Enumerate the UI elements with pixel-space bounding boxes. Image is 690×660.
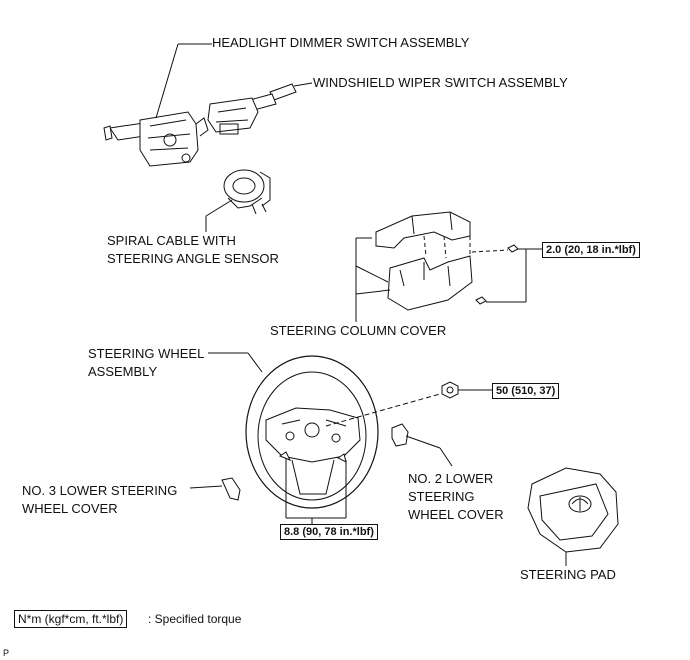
label-steering-wheel-assembly: STEERING WHEEL ASSEMBLY bbox=[88, 346, 205, 379]
spiral-cable-part bbox=[223, 169, 271, 215]
wheel-nut-part bbox=[441, 381, 459, 399]
steering-wheel-part bbox=[245, 355, 379, 509]
steering-pad-part bbox=[527, 467, 619, 553]
label-windshield-wiper-switch: WINDSHIELD WIPER SWITCH ASSEMBLY bbox=[313, 75, 568, 90]
torque-box-pad-screw: 8.8 (90, 78 in.*lbf) bbox=[280, 524, 378, 540]
torque-box-wheel-nut: 50 (510, 37) bbox=[492, 383, 560, 399]
wiper-switch-part bbox=[207, 83, 297, 135]
no2-lower-cover-part bbox=[391, 423, 409, 447]
label-steering-pad: STEERING PAD bbox=[520, 567, 616, 582]
legend-description: : Specified torque bbox=[148, 612, 242, 626]
column-cover-upper-part bbox=[375, 211, 471, 249]
label-no3-lower-steering-wheel-cover: NO. 3 LOWER STEERING WHEEL COVER bbox=[22, 483, 178, 516]
headlight-dimmer-switch-part bbox=[103, 111, 209, 167]
label-steering-column-cover: STEERING COLUMN COVER bbox=[270, 323, 447, 338]
legend-units-box: N*m (kgf*cm, ft.*lbf) bbox=[14, 610, 128, 628]
figure-id: P bbox=[3, 648, 10, 658]
torque-box-column-screw: 2.0 (20, 18 in.*lbf) bbox=[542, 242, 640, 258]
label-no2-lower-steering-wheel-cover: NO. 2 LOWER STEERING WHEEL COVER bbox=[408, 471, 504, 522]
label-headlight-dimmer-switch: HEADLIGHT DIMMER SWITCH ASSEMBLY bbox=[212, 35, 470, 50]
column-cover-lower-part bbox=[387, 255, 473, 311]
no3-lower-cover-part bbox=[221, 477, 241, 501]
label-spiral-cable: SPIRAL CABLE WITH STEERING ANGLE SENSOR bbox=[107, 233, 279, 266]
